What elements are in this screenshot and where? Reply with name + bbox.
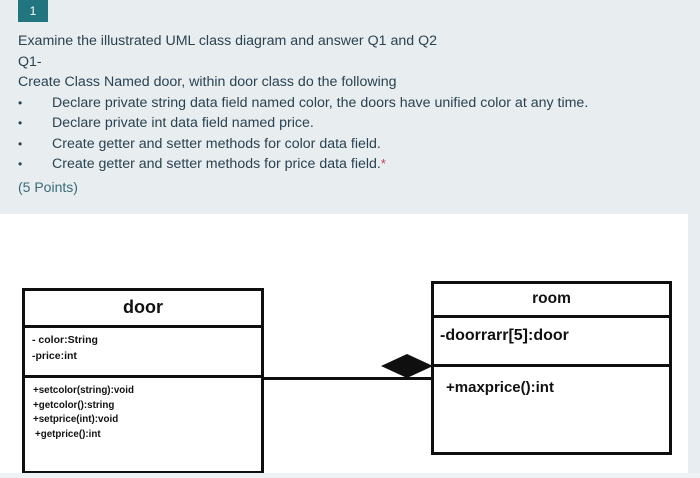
question-prompt-line-3: Create Class Named door, within door cla…	[18, 74, 397, 90]
uml-diagram-canvas: door - color:String -price:int +setcolor…	[0, 214, 688, 473]
bullet-icon: •	[18, 157, 23, 171]
uml-method: +setcolor(string):void	[33, 385, 134, 396]
uml-class-room-methods-compartment: +maxprice():int	[434, 364, 669, 396]
question-prompt-line-1: Examine the illustrated UML class diagra…	[18, 33, 437, 49]
uml-class-door-methods-compartment: +setcolor(string):void +getcolor():strin…	[25, 375, 261, 442]
uml-class-room-title-compartment: room	[434, 284, 669, 315]
question-text-block: Examine the illustrated UML class diagra…	[18, 31, 688, 197]
uml-class-room: room -doorrarr[5]:door +maxprice():int	[431, 281, 672, 455]
required-asterisk: *	[380, 156, 386, 171]
bullet-icon: •	[18, 116, 23, 130]
uml-class-door: door - color:String -price:int +setcolor…	[22, 288, 264, 473]
bullet-icon: •	[18, 95, 23, 110]
requirement-text: Create getter and setter methods for col…	[52, 135, 381, 152]
uml-class-room-attributes-compartment: -doorrarr[5]:door	[434, 315, 669, 364]
question-number-badge: 1	[18, 0, 48, 22]
requirement-list-item: • Declare private int data field named p…	[18, 113, 688, 134]
uml-method: +setprice(int):void	[33, 414, 119, 425]
requirement-text: Create getter and setter methods for pri…	[52, 156, 381, 172]
question-header-panel: 1 Examine the illustrated UML class diag…	[0, 0, 700, 214]
canvas-bottom-edge	[0, 473, 700, 478]
uml-attribute: -doorrarr[5]:door	[440, 327, 569, 344]
uml-class-door-title-compartment: door	[25, 291, 261, 325]
uml-method: +maxprice():int	[446, 379, 554, 396]
requirement-text: Declare private string data field named …	[52, 94, 589, 111]
composition-association-line	[262, 377, 434, 380]
uml-class-door-attributes-compartment: - color:String -price:int	[25, 325, 261, 375]
requirement-list-item: • Create getter and setter methods for c…	[18, 134, 688, 155]
question-prompt-line-2: Q1-	[18, 53, 42, 70]
composition-diamond-icon	[381, 354, 433, 378]
uml-attribute: - color:String	[32, 334, 98, 346]
uml-attribute: -price:int	[32, 349, 77, 362]
uml-class-door-name: door	[123, 297, 163, 317]
requirement-list-item: • Create getter and setter methods for p…	[18, 154, 688, 175]
uml-method: +getcolor():string	[33, 399, 115, 411]
uml-method: +getprice():int	[35, 428, 101, 440]
requirement-text: Declare private int data field named pri…	[52, 115, 314, 131]
requirement-list-item: • Declare private string data field name…	[18, 93, 688, 114]
bullet-icon: •	[18, 136, 23, 151]
uml-class-room-name: room	[532, 290, 571, 307]
points-label: (5 Points)	[18, 178, 78, 195]
